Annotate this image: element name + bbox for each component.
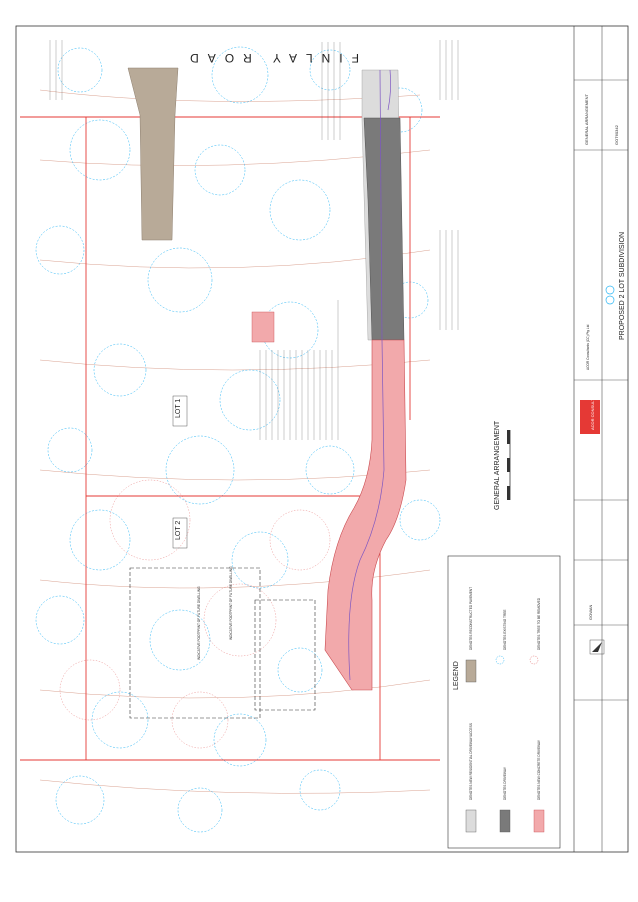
company-name: ACOR Consultants (CC) Pty Ltd: [586, 324, 590, 370]
concrete-driveway: [324, 339, 407, 691]
sheet-border: [15, 25, 629, 853]
lot-2-box: [172, 517, 188, 549]
road-name: FINLAY ROAD: [181, 51, 359, 65]
legend-box: [447, 555, 561, 849]
services: [348, 69, 392, 681]
dwelling-note-2: INDICATIVE FOOTPRINT OF FUTURE DWELLING: [229, 566, 233, 640]
lot-1-label: LOT 1: [175, 399, 182, 418]
acor-logo: [580, 400, 600, 434]
acor-logo-text: ACOR CONSULTANTS: [590, 388, 595, 430]
contours: [39, 89, 431, 794]
section-title: GENERAL ARRANGEMENT: [494, 420, 501, 510]
certification-icon-2: [605, 285, 615, 295]
callout-swatch: [251, 311, 275, 343]
legend-swatch-driveway: [499, 809, 511, 833]
lot-1-box: [172, 395, 188, 427]
legend-item-4: DENOTES RECONSTRUCTED PAVEMENT: [469, 587, 473, 650]
legend-tree-removed-text: DENOTES TREE TO BE REMOVED: [537, 597, 541, 650]
client-name: GOWAN: [588, 604, 593, 620]
legend-item-1: DENOTES NEW RESIDENTIAL DRIVEWAY/ACCESS: [469, 723, 473, 800]
tree-canopies: [35, 46, 441, 833]
legend-item-2: DENOTES DRIVEWAY: [503, 766, 507, 800]
legend-tree-text: DENOTES EXISTING TREE: [503, 609, 507, 650]
title-block: ACOR CONSULTANTS ACOR Consultants (CC) P…: [573, 26, 628, 852]
legend: LEGEND DENOTES NEW RESIDENTIAL DRIVEWAY/…: [447, 555, 561, 849]
legend-item-3: DENOTES NEW CONCRETE DRIVEWAY: [537, 739, 541, 800]
callout-text-lines: [49, 40, 459, 440]
legend-swatch-access: [465, 809, 477, 833]
reconstructed-pavement: [127, 67, 179, 241]
tree-removal-zones: [59, 479, 331, 749]
site-plan: FINLAY ROAD LOT 1 LOT 2 INDICATIVE FOOTP…: [20, 40, 459, 833]
lot-2-label: LOT 2: [175, 521, 182, 540]
dwelling-note-1: INDICATIVE FOOTPRINT OF FUTURE DWELLING: [197, 586, 201, 660]
scale-bar: [507, 430, 511, 500]
legend-tree-icon: [495, 655, 505, 665]
legend-swatch-concrete: [533, 809, 545, 833]
drawing-number: GOT60342: [614, 124, 619, 145]
legend-title: LEGEND: [453, 661, 460, 690]
legend-swatch-pavement: [465, 659, 477, 683]
future-dwelling-footprints: [129, 567, 316, 719]
project-title: PROPOSED 2 LOT SUBDIVISION: [619, 232, 626, 340]
legend-tree-removed-icon: [529, 655, 539, 665]
north-arrow-icon: [589, 639, 605, 655]
certification-icon: [605, 295, 615, 305]
drawing-title: GENERAL ARRANGEMENT: [584, 93, 589, 145]
